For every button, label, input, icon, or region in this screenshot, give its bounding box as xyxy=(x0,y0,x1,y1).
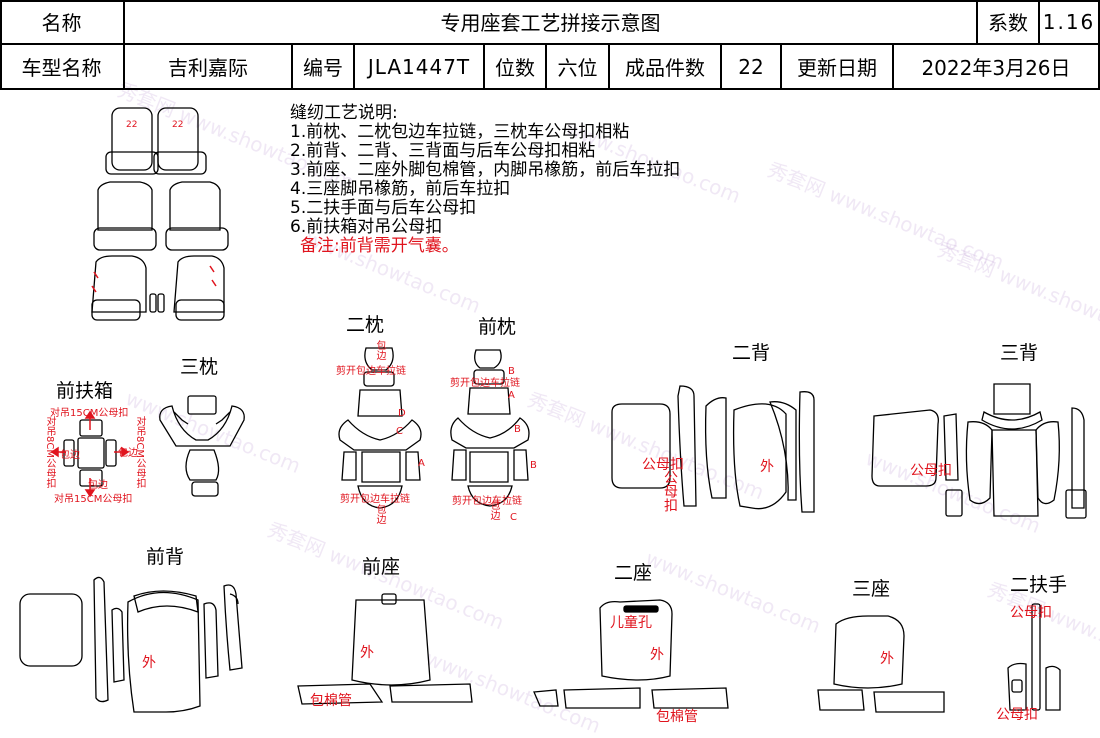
label-san-zhen: 三枕 xyxy=(180,356,219,378)
label-er-bei: 二背 xyxy=(732,342,771,364)
er-zuo-wai: 外 xyxy=(650,647,664,663)
er-zhen-cut-bottom: 剪开包边车拉链 xyxy=(340,494,410,505)
mark-c-2: C xyxy=(510,512,517,523)
date-label: 更新日期 xyxy=(782,45,894,90)
note-line-5: 5.二扶手面与后车公母扣 xyxy=(290,198,477,218)
er-zhen-cut-top: 剪开包边车拉链 xyxy=(336,366,406,377)
sewing-notes: 缝纫工艺说明: 1.前枕、二枕包边车拉链，三枕车公母扣相粘 2.前背、二背、三背… xyxy=(290,104,680,256)
seat-value: 六位 xyxy=(547,45,610,90)
label-er-zhen: 二枕 xyxy=(346,314,385,336)
mark-a-1: A xyxy=(418,458,425,469)
note-line-6: 6.前扶箱对吊公母扣 xyxy=(290,217,443,237)
er-zuo-bmg: 包棉管 xyxy=(656,709,698,725)
mark-d-1: D xyxy=(398,408,406,419)
er-bei-gmk: 公母扣 xyxy=(642,457,684,473)
label-qian-fuxiang: 前扶箱 xyxy=(56,380,114,402)
san-zuo-pattern xyxy=(817,615,945,713)
code-value: JLA1447T xyxy=(355,45,485,90)
san-zuo-wai: 外 xyxy=(880,651,894,667)
fx-bao-3: 包边 xyxy=(88,480,108,491)
mark-b-1: B xyxy=(508,366,515,377)
seat-tag-2: 22 xyxy=(172,120,184,130)
er-bei-pattern xyxy=(611,385,815,513)
page-title: 专用座套工艺拼接示意图 xyxy=(125,0,978,45)
header-table: 名称 专用座套工艺拼接示意图 系数 1.16 车型名称 吉利嘉际 编号 JLA1… xyxy=(0,0,1100,90)
fx-bottom-note: 对吊15CM公母扣 xyxy=(54,494,133,505)
fx-top-note: 对吊15CM公母扣 xyxy=(50,408,129,419)
mark-a-2: A xyxy=(508,390,515,401)
qian-fuxiang-pattern xyxy=(63,419,117,487)
coef-value: 1.16 xyxy=(1040,0,1100,45)
note-line-3: 3.前座、二座外脚包棉管，内脚吊橡筋，前后车拉扣 xyxy=(290,160,681,180)
model-label: 车型名称 xyxy=(0,45,125,90)
label-qian-zhen: 前枕 xyxy=(478,316,517,338)
fx-bao-2: 包边 xyxy=(118,448,138,459)
fx-bao-1: 包边 xyxy=(60,450,80,461)
er-zhen-pattern xyxy=(338,347,422,509)
fushou-gmk-bottom: 公母扣 xyxy=(996,707,1038,723)
note-line-1: 1.前枕、二枕包边车拉链，三枕车公母扣相粘 xyxy=(290,122,630,142)
san-zhen-pattern xyxy=(159,395,245,497)
er-bei-wai: 外 xyxy=(760,459,774,475)
mark-c-1: C xyxy=(396,426,403,437)
fx-left-note: 对吊8CM公母扣 xyxy=(44,416,55,488)
label-san-zuo: 三座 xyxy=(852,578,891,600)
mark-b-2: B xyxy=(514,424,521,435)
note-line-2: 2.前背、二背、三背面与后车公母扣相粘 xyxy=(290,141,596,161)
label-san-bei: 三背 xyxy=(1000,342,1039,364)
coef-label: 系数 xyxy=(978,0,1040,45)
seat-overview-icon xyxy=(91,107,229,321)
label-qian-bei: 前背 xyxy=(146,546,185,568)
qian-bei-wai: 外 xyxy=(142,655,156,671)
er-zhen-bao-top: 包边 xyxy=(374,340,385,360)
label-er-zuo: 二座 xyxy=(614,562,653,584)
qian-zhen-pattern xyxy=(450,349,530,507)
qian-zuo-pattern xyxy=(297,593,473,705)
qian-zhen-bao-bottom: 包边 xyxy=(488,500,499,520)
code-label: 编号 xyxy=(293,45,355,90)
qian-zhen-cut-bottom: 剪开包边车拉链 xyxy=(452,496,522,507)
pieces-label: 成品件数 xyxy=(610,45,722,90)
seat-label: 位数 xyxy=(485,45,547,90)
qian-zuo-bmg: 包棉管 xyxy=(310,693,352,709)
er-zuo-pattern xyxy=(533,599,729,709)
remark-airbag: 备注:前背需开气囊。 xyxy=(300,236,459,256)
notes-heading: 缝纫工艺说明: xyxy=(290,103,398,123)
er-bei-gmk-vertical: 公母扣 xyxy=(662,470,678,512)
qian-zhen-cut-top: 剪开包边车拉链 xyxy=(450,378,520,389)
name-label: 名称 xyxy=(0,0,125,45)
date-value: 2022年3月26日 xyxy=(894,45,1100,90)
label-qian-zuo: 前座 xyxy=(362,556,401,578)
er-zuo-kid-hole: 儿童孔 xyxy=(610,615,652,631)
note-line-4: 4.三座脚吊橡筋，前后车拉扣 xyxy=(290,179,511,199)
pieces-value: 22 xyxy=(722,45,782,90)
er-zhen-bao-bottom: 包边 xyxy=(374,504,385,524)
san-bei-pattern xyxy=(871,383,1087,519)
qian-zuo-wai: 外 xyxy=(360,645,374,661)
er-fushou-pattern xyxy=(1007,603,1061,711)
qian-bei-pattern xyxy=(19,576,243,713)
seat-tag-1: 22 xyxy=(126,120,138,130)
fx-right-note: 对吊8CM公母扣 xyxy=(134,416,145,488)
fushou-gmk-top: 公母扣 xyxy=(1010,605,1052,621)
mark-b-3: B xyxy=(530,460,537,471)
label-er-fushou: 二扶手 xyxy=(1010,574,1068,596)
model-value: 吉利嘉际 xyxy=(125,45,293,90)
san-bei-gmk: 公母扣 xyxy=(910,463,952,479)
